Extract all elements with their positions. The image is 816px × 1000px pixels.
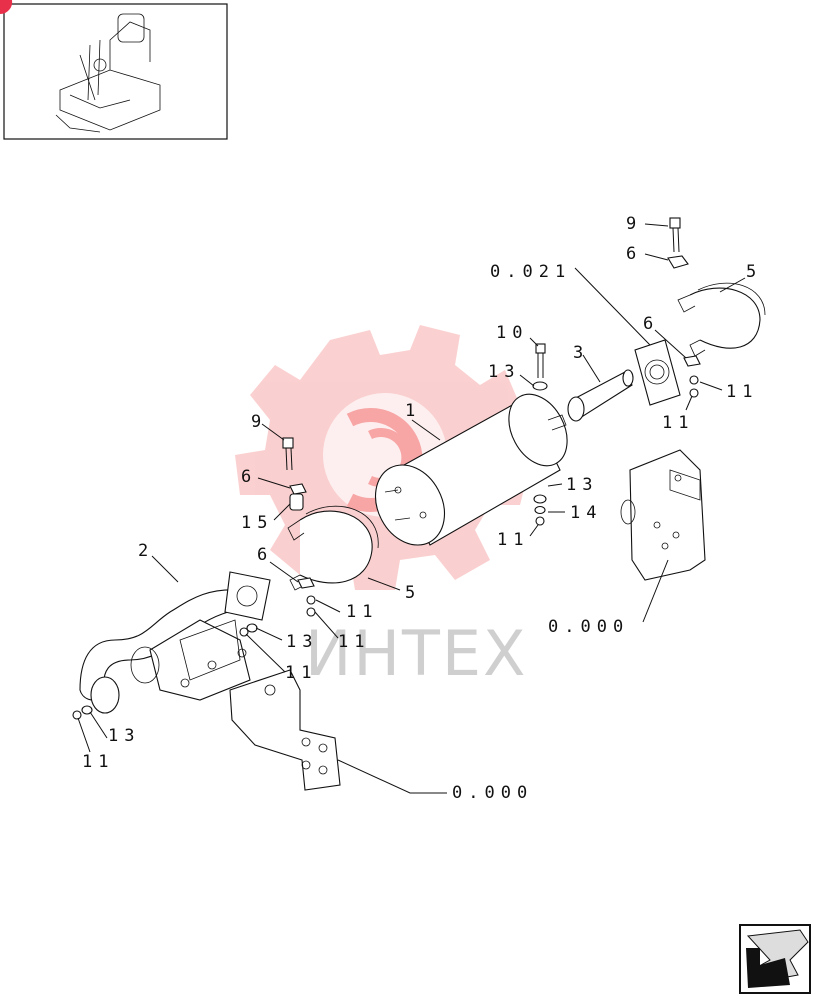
nut-11-mid [535, 516, 545, 526]
callout-13-flange: 13 [286, 632, 318, 652]
page-badge-icon [0, 0, 13, 15]
tail-pipe-part-3 [567, 369, 634, 422]
callout-6-low: 6 [257, 545, 273, 565]
callout-15: 15 [241, 513, 273, 533]
callout-13-top: 13 [488, 362, 520, 382]
callout-11-lower: 11 [285, 663, 317, 683]
nut-low-2 [306, 607, 316, 617]
flange-plate [634, 339, 681, 406]
spacer-right [683, 355, 701, 367]
muffler-part-1 [374, 393, 568, 546]
washer-end [81, 705, 93, 715]
nut-low-1 [306, 595, 316, 605]
callout-labels: 9 6 0.021 5 10 3 6 13 1 11 11 9 6 13 14 … [82, 214, 762, 803]
callout-11-end: 11 [82, 752, 114, 772]
leader-lines [77, 223, 746, 794]
clamp-right-part-5 [677, 282, 766, 357]
bolt-top-right [667, 217, 689, 269]
washer-13 [533, 494, 547, 504]
bracket-right [620, 449, 706, 581]
machine-overview-thumbnail[interactable] [0, 0, 228, 140]
spacer-low [297, 577, 315, 589]
callout-3: 3 [573, 343, 589, 363]
callout-10: 10 [496, 323, 528, 343]
callout-9-left: 9 [251, 412, 267, 432]
watermark-text: ИНТЕХ [305, 617, 528, 690]
callout-11-clamp: 11 [346, 602, 378, 622]
callout-0021: 0.021 [490, 262, 571, 282]
washer-flange [246, 623, 258, 633]
engine-mount [130, 619, 251, 701]
callout-11-mid: 11 [497, 530, 529, 550]
next-page-arrow-icon[interactable] [739, 924, 811, 994]
callout-9-top: 9 [626, 214, 642, 234]
callout-6-right: 6 [643, 314, 659, 334]
callout-6-left: 6 [241, 467, 257, 487]
callout-13-end: 13 [108, 726, 140, 746]
callout-0000-bottom: 0.000 [452, 783, 533, 803]
callout-11-r2: 11 [662, 413, 694, 433]
callout-5-right: 5 [746, 262, 762, 282]
callout-2: 2 [138, 541, 154, 561]
callout-1: 1 [405, 401, 421, 421]
callout-11-flange: 11 [338, 632, 370, 652]
callout-0000-right: 0.000 [548, 617, 629, 637]
clamp-left-part-5 [287, 505, 379, 591]
callout-5-low: 5 [405, 583, 421, 603]
callout-14: 14 [570, 503, 602, 523]
bracket-bottom [229, 669, 341, 791]
nut-right-1 [689, 375, 699, 385]
callout-11-r1: 11 [726, 382, 758, 402]
bolt-left [282, 437, 307, 511]
callout-13-mid: 13 [566, 475, 598, 495]
washer-14 [534, 505, 546, 515]
callout-6-top: 6 [626, 244, 642, 264]
bolt-part-10 [532, 343, 548, 391]
nut-right-2 [689, 388, 699, 398]
nut-end [72, 710, 82, 720]
